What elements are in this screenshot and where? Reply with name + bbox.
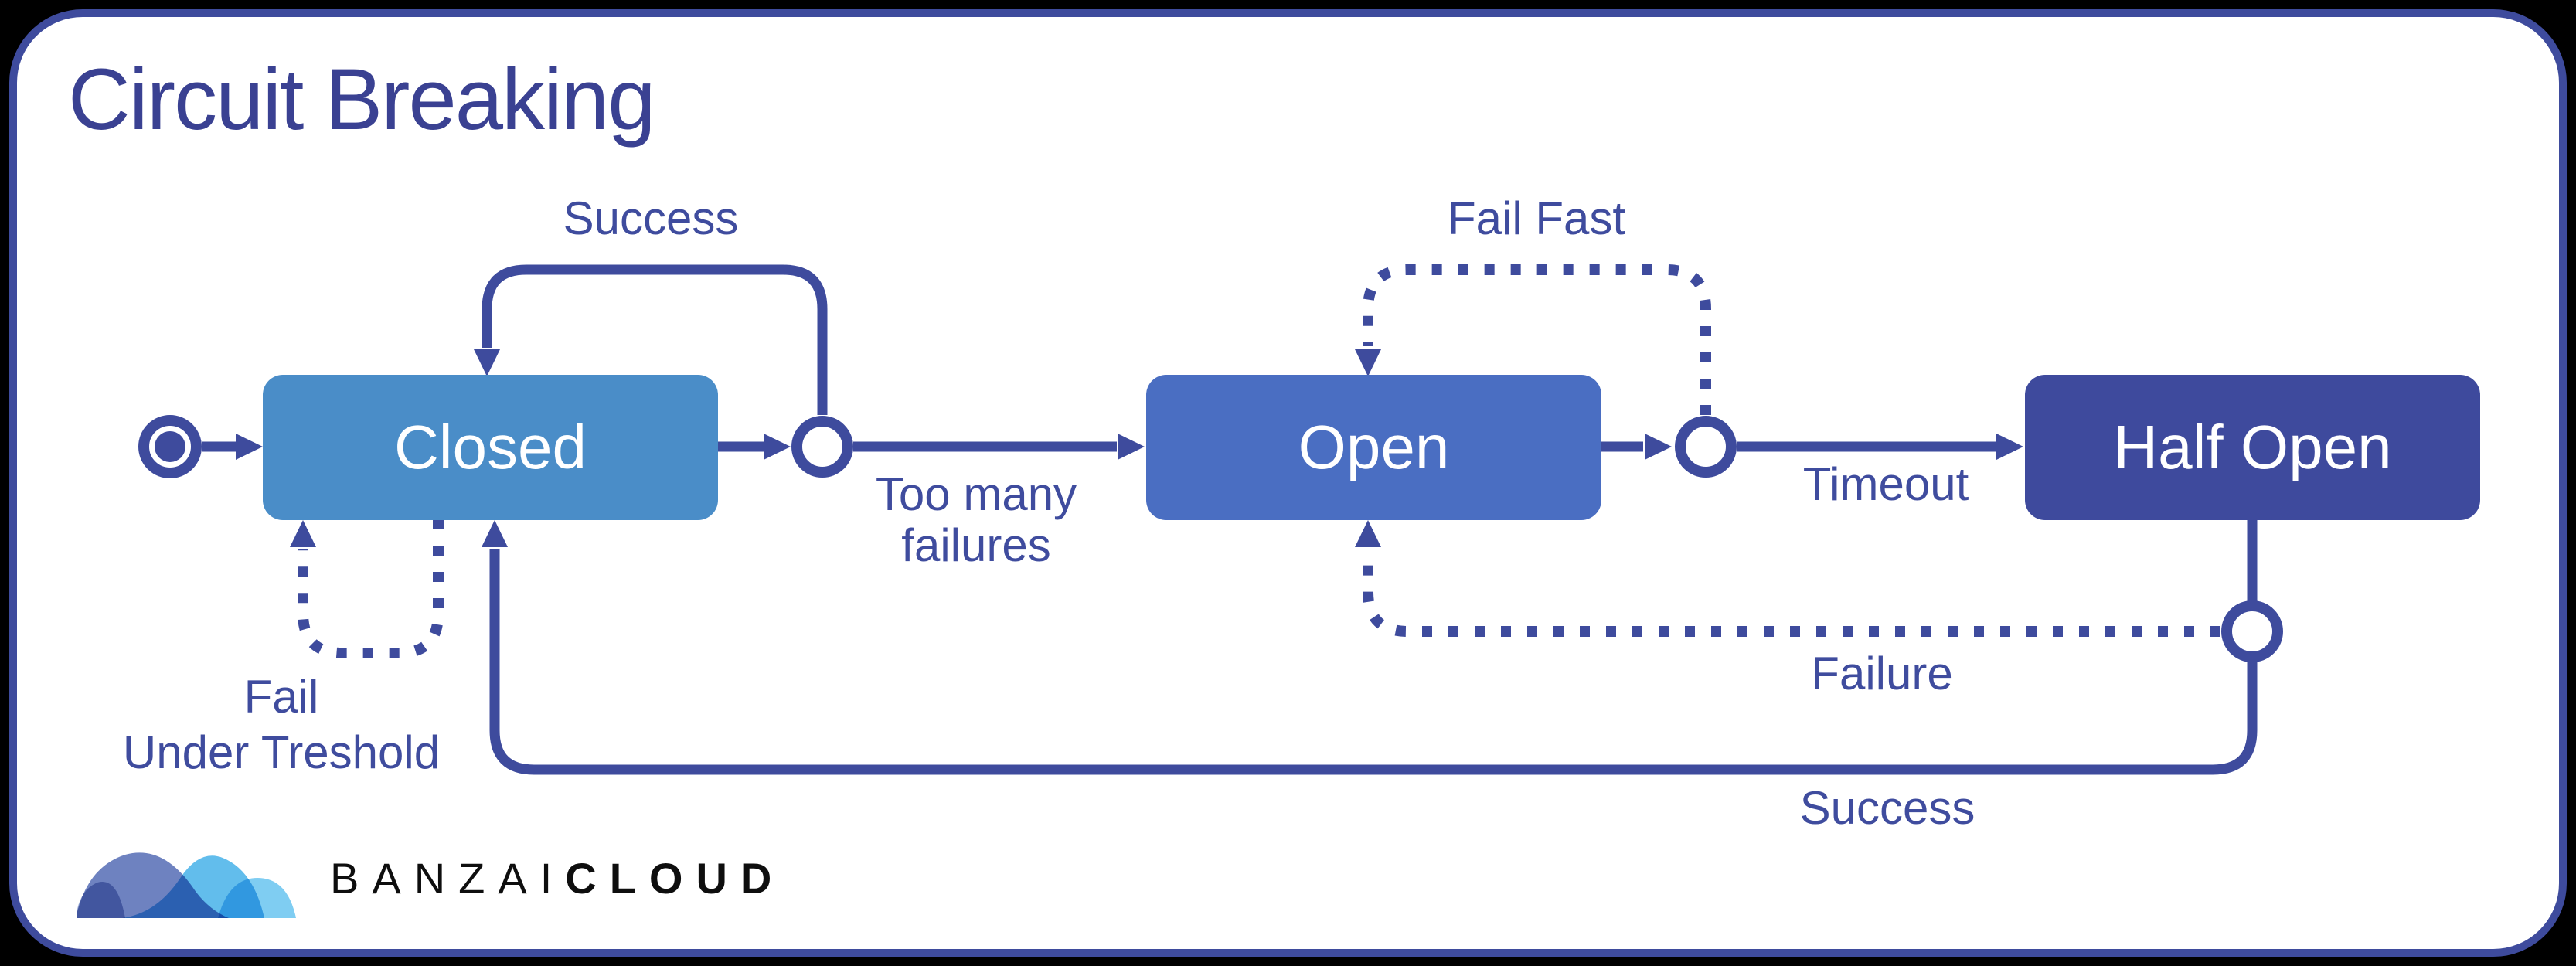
state-open-label: Open [1298, 413, 1450, 481]
success-return-arrow [482, 520, 2258, 775]
junction-halfopen [2221, 600, 2283, 662]
junction-open-halfopen [1675, 416, 1737, 478]
timeout-arrow [1737, 434, 2023, 460]
label-success-top: Success [563, 192, 739, 244]
banzai-cloud-logo: BANZAICLOUD [77, 835, 784, 921]
label-too-many-line2: failures [901, 519, 1051, 571]
banzai-cloud-logo-text: BANZAICLOUD [330, 853, 784, 903]
initial-to-closed-arrow [202, 434, 263, 460]
fail-under-treshold-loop-arrow [290, 519, 444, 658]
state-open: Open [1146, 375, 1601, 520]
label-too-many-line1: Too many [875, 468, 1077, 520]
label-fail-under-line2: Under Treshold [122, 726, 441, 778]
page-title: Circuit Breaking [68, 51, 656, 148]
label-failure: Failure [1811, 648, 1953, 699]
label-timeout: Timeout [1802, 458, 1969, 510]
state-closed-label: Closed [393, 413, 587, 481]
logo-brand-bold: CLOUD [565, 853, 785, 903]
initial-state-icon [138, 415, 202, 478]
failure-arrow [1355, 520, 2220, 637]
label-too-many-failures: Too many failures [876, 469, 1077, 571]
too-many-failures-arrow [853, 434, 1145, 460]
label-fail-under-treshold: Fail Under Treshold [123, 669, 440, 781]
state-half-open-label: Half Open [2113, 413, 2392, 481]
label-fail-under-line1: Fail [243, 671, 319, 723]
closed-to-junction-arrow [718, 434, 791, 460]
banzai-cloud-logo-icon [77, 852, 296, 918]
junction-closed-open [791, 416, 853, 478]
label-success-bottom: Success [1799, 782, 1975, 834]
success-loop-arrow [474, 264, 828, 415]
label-fail-fast: Fail Fast [1447, 192, 1626, 244]
logo-brand-light: BANZAI [330, 853, 566, 903]
state-closed: Closed [263, 375, 718, 520]
open-to-junction-arrow [1601, 434, 1672, 460]
fail-fast-loop-arrow [1355, 264, 1711, 415]
state-half-open: Half Open [2025, 375, 2480, 520]
